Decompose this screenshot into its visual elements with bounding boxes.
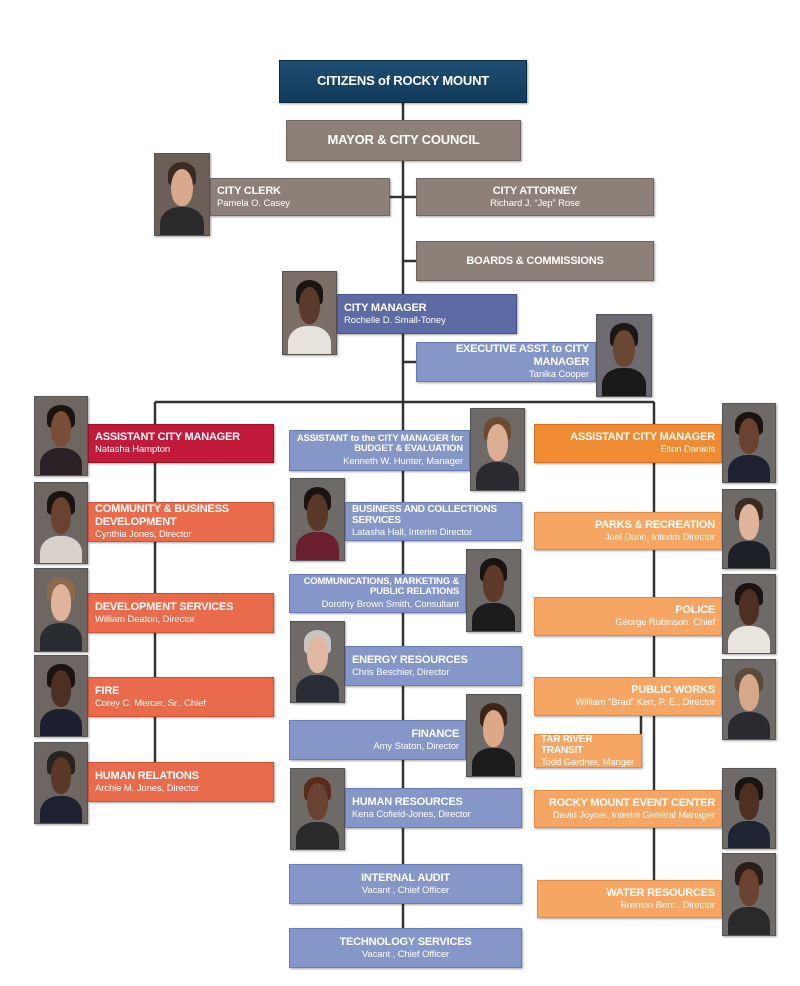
human-resources-photo — [290, 768, 345, 850]
clerk-name: Pamela O. Casey — [217, 197, 290, 209]
boards-box: BOARDS & COMMISSIONS — [416, 241, 654, 281]
human-resources-box: HUMAN RESOURCES Kena Cofield-Jones, Dire… — [345, 788, 522, 828]
police-title: POLICE — [675, 604, 715, 617]
human-resources-title: HUMAN RESOURCES — [352, 795, 463, 808]
energy-name: Chris Beschier, Director — [352, 666, 450, 678]
event-center-photo — [722, 768, 776, 849]
communications-photo — [466, 549, 521, 632]
exec-asst-photo — [596, 314, 652, 397]
fire-title: FIRE — [95, 684, 120, 697]
cbd-photo — [34, 482, 88, 564]
budget-title: ASSISTANT to the CITY MANAGER for BUDGET… — [296, 432, 463, 455]
human-relations-box: HUMAN RELATIONS Archie M. Jones, Directo… — [88, 762, 274, 802]
dev-services-name: William Deaton, Director — [95, 613, 196, 625]
water-box: WATER RESOURCES Brenton Bent., Director — [537, 880, 722, 918]
manager-box: CITY MANAGER Rochelle D. Small-Toney — [337, 294, 517, 334]
exec-asst-box: EXECUTIVE ASST. to CITY MANAGER Tanika C… — [416, 342, 596, 382]
internal-audit-name: Vacant , Chief Officer — [361, 884, 450, 896]
attorney-title: CITY ATTORNEY — [492, 184, 578, 197]
water-photo — [722, 853, 776, 936]
finance-photo — [466, 694, 521, 777]
fire-photo — [34, 655, 88, 737]
fire-name: Corey C. Mercer, Sr., Chief — [95, 697, 206, 709]
public-works-title: PUBLIC WORKS — [631, 684, 715, 697]
acm-right-title: ASSISTANT CITY MANAGER — [570, 431, 715, 444]
manager-name: Rochelle D. Small-Toney — [344, 314, 446, 326]
technology-box: TECHNOLOGY SERVICES Vacant , Chief Offic… — [289, 928, 522, 968]
internal-audit-box: INTERNAL AUDIT Vacant , Chief Officer — [289, 864, 522, 904]
business-collections-name: Latasha Hall, Interim Director — [352, 527, 473, 539]
acm-left-box: ASSISTANT CITY MANAGER Natasha Hampton — [88, 424, 274, 463]
communications-title: COMMUNICATIONS, MARKETING & PUBLIC RELAT… — [303, 575, 460, 598]
technology-name: Vacant , Chief Officer — [361, 948, 450, 960]
council-box: MAYOR & CITY COUNCIL — [286, 120, 521, 161]
clerk-box: CITY CLERK Pamela O. Casey — [210, 178, 390, 216]
tar-river-box: TAR RIVER TRANSIT Todd Gardner, Manger — [534, 734, 642, 768]
cbd-name: Cynthia Jones, Director — [95, 529, 192, 540]
dev-services-title: DEVELOPMENT SERVICES — [95, 600, 234, 613]
business-collections-box: BUSINESS AND COLLECTIONS SERVICES Latash… — [345, 502, 522, 541]
business-collections-title: BUSINESS AND COLLECTIONS SERVICES — [352, 504, 497, 527]
event-center-name: David Joyner, Interim General Manager — [552, 809, 715, 821]
attorney-box: CITY ATTORNEY Richard J. “Jep” Rose — [416, 178, 654, 216]
parks-box: PARKS & RECREATION Joel Dunn, Interim Di… — [534, 512, 722, 550]
dev-services-box: DEVELOPMENT SERVICES William Deaton, Dir… — [88, 593, 274, 633]
budget-box: ASSISTANT to the CITY MANAGER for BUDGET… — [289, 430, 470, 471]
police-photo — [722, 574, 776, 654]
police-box: POLICE George Robinson, Chief — [534, 597, 722, 636]
human-relations-name: Archie M. Jones, Director — [95, 782, 200, 794]
energy-photo — [290, 621, 345, 703]
acm-left-name: Natasha Hampton — [95, 444, 171, 456]
finance-name: Amy Staton, Director — [373, 740, 459, 752]
internal-audit-title: INTERNAL AUDIT — [361, 871, 450, 884]
council-title: MAYOR & CITY COUNCIL — [327, 132, 480, 148]
cbd-title: COMMUNITY & BUSINESS DEVELOPMENT — [95, 503, 229, 528]
police-name: George Robinson, Chief — [615, 617, 715, 629]
human-resources-name: Kena Cofield-Jones, Director — [352, 808, 471, 820]
event-center-title: ROCKY MOUNT EVENT CENTER — [548, 796, 715, 809]
communications-name: Dorothy Brown Smith, Consultant — [321, 598, 459, 610]
manager-photo — [282, 271, 337, 355]
acm-right-box: ASSISTANT CITY MANAGER Elton Daniels — [534, 424, 722, 463]
public-works-photo — [722, 659, 776, 740]
human-relations-photo — [34, 742, 88, 824]
human-relations-title: HUMAN RELATIONS — [95, 769, 199, 782]
acm-right-photo — [722, 403, 776, 483]
energy-box: ENERGY RESOURCES Chris Beschier, Directo… — [345, 646, 522, 686]
finance-title: FINANCE — [411, 727, 460, 740]
attorney-name: Richard J. “Jep” Rose — [490, 197, 580, 209]
tar-river-name: Todd Gardner, Manger — [541, 756, 635, 768]
tar-river-title: TAR RIVER TRANSIT — [541, 733, 593, 756]
acm-left-photo — [34, 396, 88, 476]
cbd-box: COMMUNITY & BUSINESS DEVELOPMENT Cynthia… — [88, 502, 274, 542]
citizens-title: CITIZENS of ROCKY MOUNT — [316, 73, 490, 89]
public-works-box: PUBLIC WORKS William “Brad” Kerr, P. E.,… — [534, 677, 722, 716]
technology-title: TECHNOLOGY SERVICES — [339, 935, 472, 948]
water-name: Brenton Bent., Director — [620, 899, 715, 911]
energy-title: ENERGY RESOURCES — [352, 653, 468, 666]
communications-box: COMMUNICATIONS, MARKETING & PUBLIC RELAT… — [289, 574, 466, 613]
clerk-photo — [154, 153, 210, 236]
clerk-title: CITY CLERK — [217, 184, 281, 197]
manager-title: CITY MANAGER — [344, 301, 427, 314]
boards-title: BOARDS & COMMISSIONS — [466, 254, 604, 267]
event-center-box: ROCKY MOUNT EVENT CENTER David Joyner, I… — [534, 790, 722, 828]
budget-photo — [470, 408, 525, 491]
acm-right-name: Elton Daniels — [660, 444, 715, 456]
public-works-name: William “Brad” Kerr, P. E., Director — [575, 697, 715, 709]
acm-left-title: ASSISTANT CITY MANAGER — [95, 431, 240, 444]
citizens-box: CITIZENS of ROCKY MOUNT — [279, 60, 527, 103]
finance-box: FINANCE Amy Staton, Director — [289, 720, 466, 760]
dev-services-photo — [34, 568, 88, 652]
parks-title: PARKS & RECREATION — [594, 518, 715, 531]
business-collections-photo — [290, 478, 345, 561]
water-title: WATER RESOURCES — [606, 886, 715, 899]
fire-box: FIRE Corey C. Mercer, Sr., Chief — [88, 677, 274, 717]
exec-asst-name: Tanika Cooper — [529, 369, 589, 380]
exec-asst-title: EXECUTIVE ASST. to CITY MANAGER — [455, 343, 589, 368]
parks-photo — [722, 489, 776, 569]
parks-name: Joel Dunn, Interim Director — [604, 531, 715, 543]
budget-name: Kenneth W. Hunter, Manager — [343, 455, 463, 467]
